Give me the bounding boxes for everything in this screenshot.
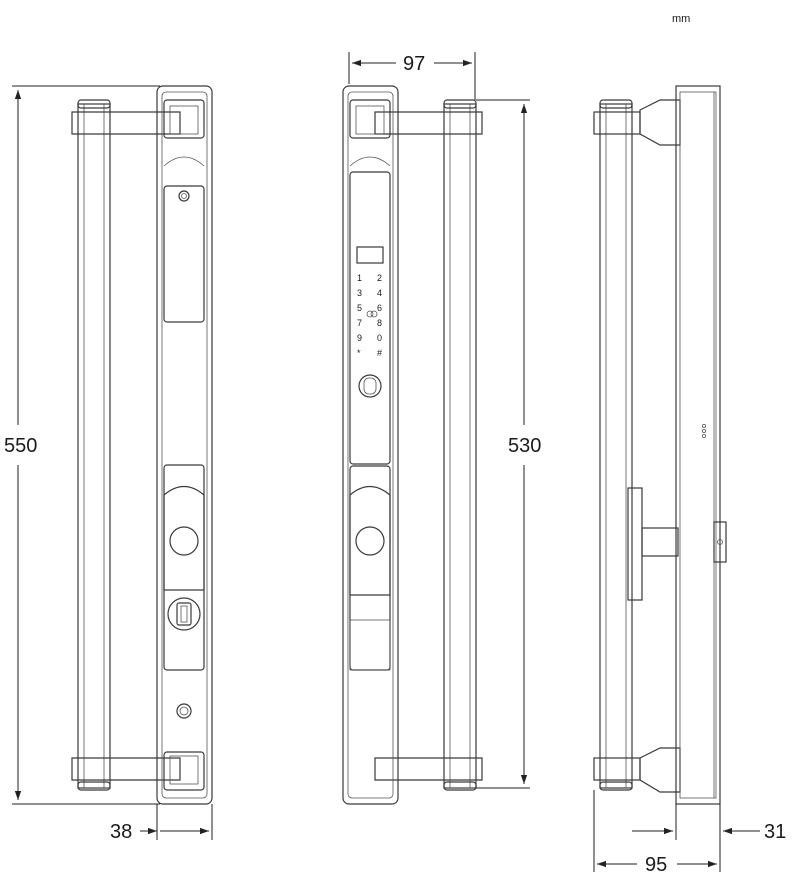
unit-label: mm bbox=[672, 13, 690, 25]
side-handle-bar bbox=[599, 103, 633, 789]
handle-knob bbox=[169, 526, 199, 556]
key-4: 4 bbox=[377, 288, 382, 298]
dim-front-height: 550 bbox=[4, 85, 160, 805]
side-view bbox=[593, 85, 727, 805]
key-7: 7 bbox=[357, 318, 362, 328]
dim-side-plate: 31 bbox=[632, 804, 786, 843]
dim-inner-width-label: 97 bbox=[403, 53, 425, 75]
inner-view: 1 2 3 4 5 6 7 8 9 0 * # bbox=[342, 85, 483, 805]
key-hash: # bbox=[377, 348, 382, 358]
outer-view bbox=[71, 85, 213, 805]
dim-front-width-label: 38 bbox=[110, 821, 132, 843]
key-hole-icon bbox=[176, 703, 192, 719]
bottom-bracket bbox=[71, 757, 181, 781]
dim-inner-width: 97 bbox=[348, 52, 476, 100]
key-0: 0 bbox=[377, 333, 382, 343]
key-6: 6 bbox=[377, 303, 382, 313]
nfc-icon bbox=[366, 310, 378, 318]
spindle bbox=[627, 487, 643, 601]
fingerprint-sensor-icon bbox=[358, 374, 382, 398]
handle-bar bbox=[77, 103, 111, 789]
side-plate bbox=[675, 85, 721, 805]
key-8: 8 bbox=[377, 318, 382, 328]
dim-front-height-label: 550 bbox=[4, 435, 37, 457]
dim-inner-height-label: 530 bbox=[508, 435, 541, 457]
dim-side-plate-label: 31 bbox=[764, 821, 786, 843]
key-star: * bbox=[357, 348, 361, 358]
inner-handle-knob bbox=[355, 526, 385, 556]
cover-panel bbox=[163, 185, 205, 323]
display-screen bbox=[356, 246, 384, 264]
dim-front-width: 38 bbox=[110, 804, 213, 843]
indicator-icon bbox=[178, 190, 190, 202]
key-9: 9 bbox=[357, 333, 362, 343]
inner-lock-body bbox=[342, 85, 399, 805]
dim-side-depth-label: 95 bbox=[645, 854, 667, 876]
inner-handle-bar bbox=[443, 103, 477, 789]
keypad-panel bbox=[349, 171, 391, 465]
inner-handle bbox=[349, 485, 391, 596]
lock-body bbox=[156, 85, 213, 805]
dim-side-depth: 95 bbox=[593, 790, 721, 876]
key-5: 5 bbox=[357, 303, 362, 313]
latch bbox=[713, 521, 727, 563]
key-3: 3 bbox=[357, 288, 362, 298]
outer-handle bbox=[163, 485, 205, 591]
dim-inner-height: 530 bbox=[476, 99, 541, 789]
key-cylinder-icon bbox=[167, 597, 201, 631]
key-2: 2 bbox=[377, 273, 382, 283]
key-1: 1 bbox=[357, 273, 362, 283]
